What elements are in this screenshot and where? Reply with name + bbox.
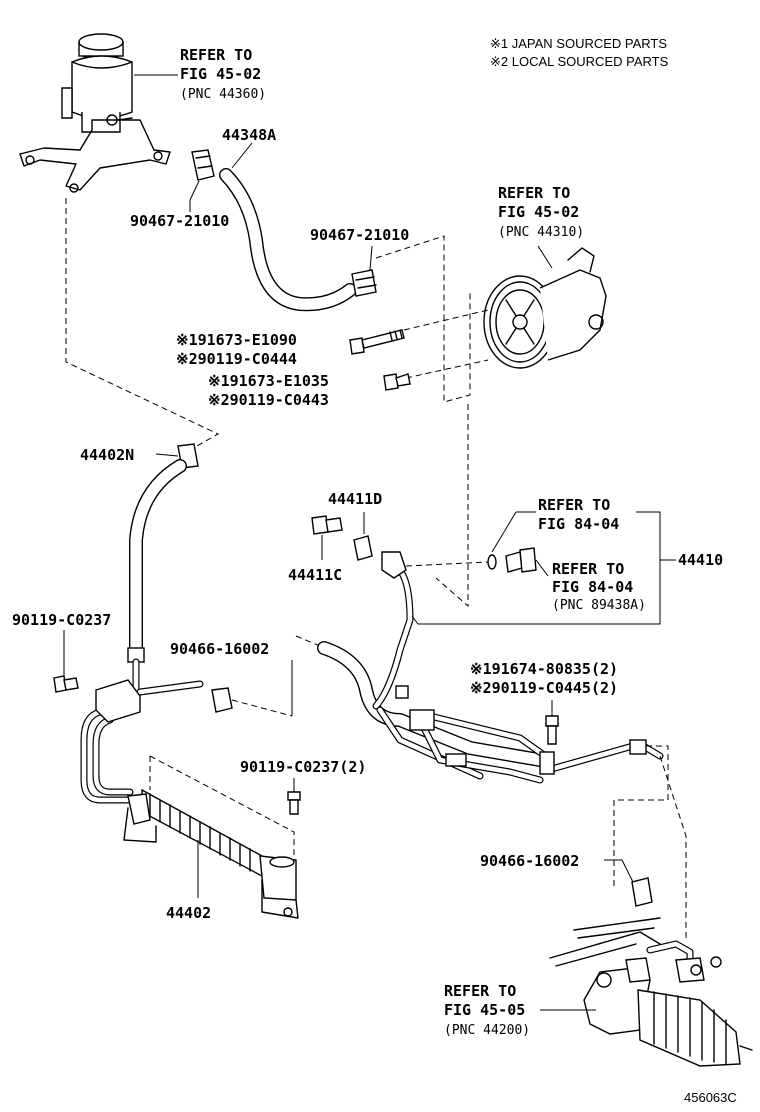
label-ref-84-04-a-line1: REFER TO: [538, 496, 610, 514]
label-44411C: 44411C: [288, 566, 342, 584]
reservoir-dashed-line: [65, 198, 220, 451]
label-90119-C0237-2: 90119-C0237(2): [240, 758, 366, 776]
bolt-91673-E1090: [349, 329, 405, 355]
pressure-switch: [505, 547, 537, 573]
union-bolt-44411C: [311, 515, 343, 535]
label-ref-84-04-b-line3: (PNC 89438A): [552, 598, 646, 613]
cooler-dashed-outline: [149, 755, 295, 858]
leader-pump: [537, 245, 553, 269]
label-44348A: 44348A: [222, 126, 276, 144]
label-44402: 44402: [166, 904, 211, 922]
leader-44402N: [155, 453, 179, 457]
leader-switch: [535, 559, 549, 577]
leader-90467-left: [189, 180, 200, 201]
hose-44348A: [219, 168, 357, 312]
label-90466-16002-mid: 90466-16002: [170, 640, 269, 658]
hose-end-fitting: [381, 551, 407, 579]
label-reservoir-refer-line2: FIG 45-02: [180, 65, 261, 83]
leader-90466-right: [604, 859, 635, 885]
clamp-90467-21010-left: [191, 149, 215, 181]
leader-44348A: [231, 142, 253, 169]
label-gear-refer-line1: REFER TO: [444, 982, 516, 1000]
label-44402N: 44402N: [80, 446, 134, 464]
label-reservoir-refer-line3: (PNC 44360): [180, 87, 266, 102]
label-90119-C0237: 90119-C0237: [12, 611, 111, 629]
label-90466-16002-right: 90466-16002: [480, 852, 579, 870]
label-pump-refer-line2: FIG 45-02: [498, 203, 579, 221]
label-90467-21010-right: 90467-21010: [310, 226, 409, 244]
label-ref-84-04-b-line2: FIG 84-04: [552, 578, 633, 596]
oil-cooler-44402: [80, 679, 299, 919]
bracket-44410: [411, 511, 661, 625]
clamp-90466-16002-mid: [211, 687, 233, 713]
label-44410: 44410: [678, 551, 723, 569]
label-44411D: 44411D: [328, 490, 382, 508]
bolt-90119-C0237: [53, 675, 79, 693]
label-ref-84-04-a-line2: FIG 84-04: [538, 515, 619, 533]
leader-o-ring: [491, 511, 517, 553]
power-steering-pump-illustration: [483, 247, 607, 369]
leader-90467-right: [369, 245, 373, 271]
reservoir-tank-illustration: [19, 33, 171, 193]
bolt-90119-C0237-2: [287, 791, 301, 815]
label-pump-refer-line3: (PNC 44310): [498, 225, 584, 240]
bolt-91673-E1035: [383, 373, 411, 391]
bolt-91674-80835: [545, 715, 559, 745]
label-bolt-91673-E1035: ※191673-E1035: [208, 372, 329, 390]
return-hose: [100, 459, 204, 716]
note-japan-sourced: ※1 JAPAN SOURCED PARTS: [490, 36, 667, 51]
label-ref-84-04-b-line1: REFER TO: [552, 560, 624, 578]
label-reservoir-refer-line1: REFER TO: [180, 46, 252, 64]
o-ring: [487, 554, 497, 570]
label-bolt-91674-80835: ※191674-80835(2): [470, 660, 618, 678]
label-gear-refer-line3: (PNC 44200): [444, 1023, 530, 1038]
label-bolt-90119-C0445: ※290119-C0445(2): [470, 679, 618, 697]
clamp-90467-21010-right: [351, 269, 377, 297]
pump-to-hose-dashed: [435, 404, 469, 608]
pressure-hose-assembly: [317, 564, 664, 784]
label-bolt-91673-E1090: ※191673-E1090: [176, 331, 297, 349]
note-local-sourced: ※2 LOCAL SOURCED PARTS: [490, 54, 669, 69]
figure-id: 456063C: [684, 1090, 737, 1105]
label-90467-21010-left: 90467-21010: [130, 212, 229, 230]
steering-gear-illustration: [549, 917, 753, 1067]
gasket-44411D: [353, 535, 373, 561]
label-pump-refer-line1: REFER TO: [498, 184, 570, 202]
label-bolt-90119-C0443: ※290119-C0443: [208, 391, 329, 409]
label-bolt-90119-C0444: ※290119-C0444: [176, 350, 297, 368]
clamp-90466-16002-right: [631, 877, 653, 907]
label-gear-refer-line2: FIG 45-05: [444, 1001, 525, 1019]
